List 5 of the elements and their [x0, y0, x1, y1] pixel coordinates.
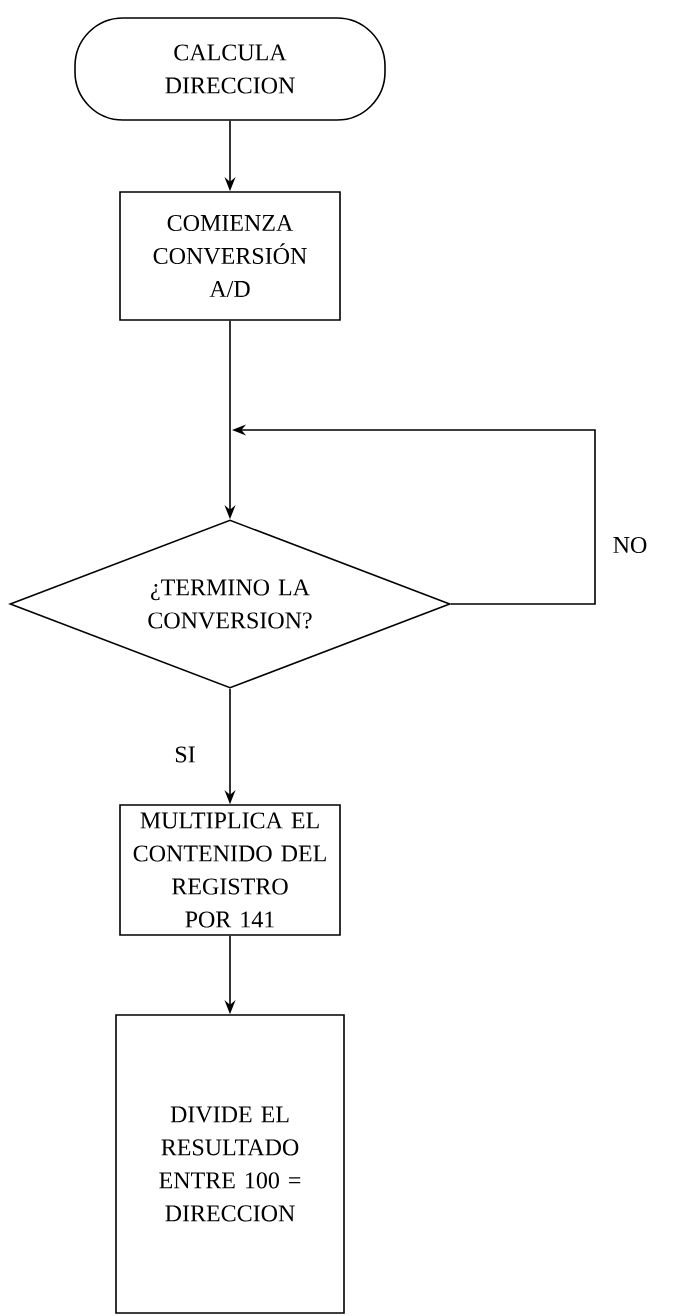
edge-label: SI: [172, 744, 198, 765]
process-box: DIVIDE EL RESULTADO ENTRE 100 = DIRECCION: [115, 1014, 345, 1314]
process-box: COMIENZA CONVERSIÓN A/D: [119, 191, 341, 321]
edge-label: NO: [610, 534, 650, 556]
process-box: MULTIPLICA EL CONTENIDO DEL REGISTRO POR 141: [119, 804, 341, 936]
